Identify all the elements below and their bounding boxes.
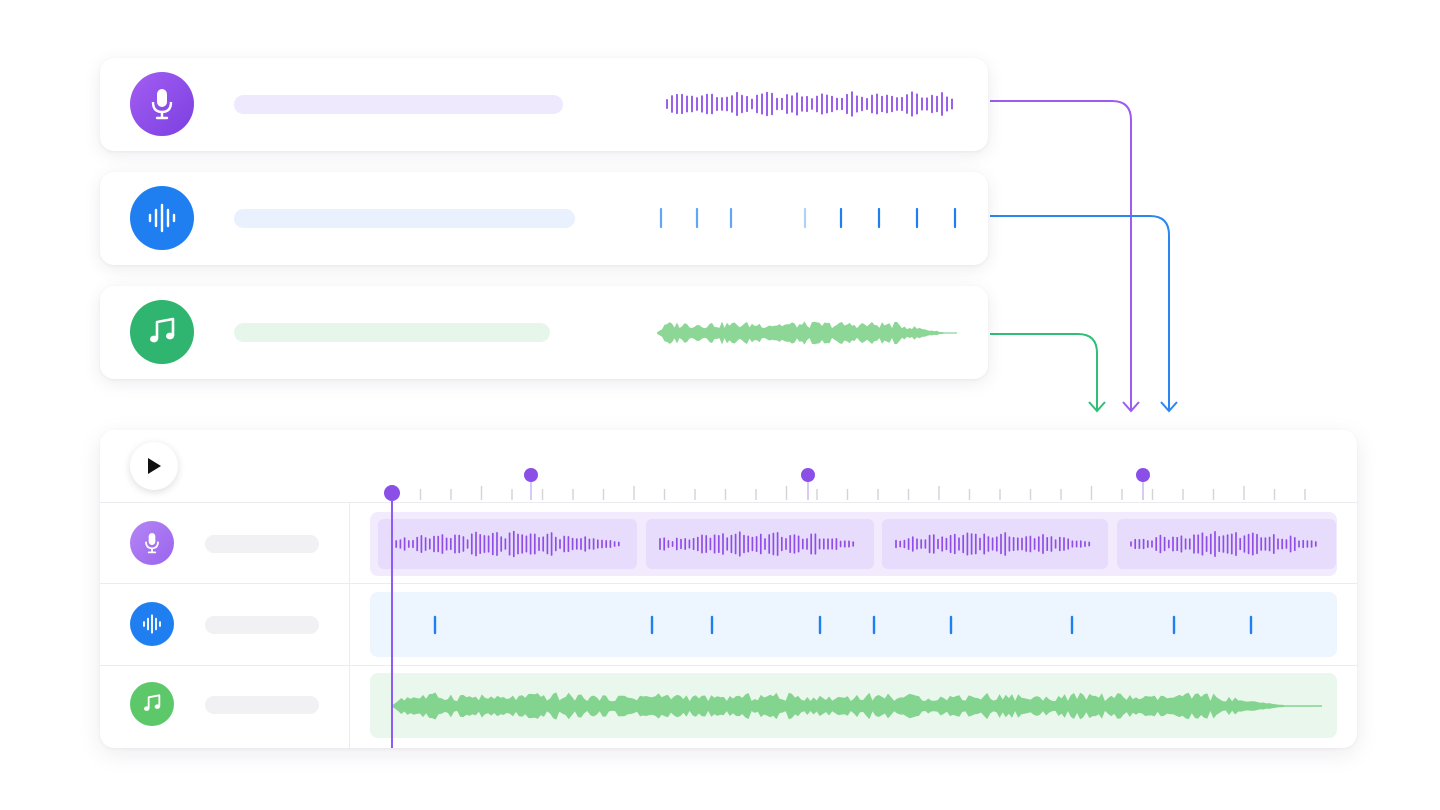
voice-track-lane[interactable] bbox=[370, 512, 1337, 576]
music-envelope bbox=[657, 321, 957, 345]
voice-clips bbox=[378, 519, 1336, 569]
microphone-icon bbox=[130, 521, 174, 565]
sound-waves-icon bbox=[130, 602, 174, 646]
music-note-icon bbox=[130, 682, 174, 726]
music-clip bbox=[392, 692, 1322, 720]
voice-arrowhead bbox=[1122, 401, 1140, 413]
music-track-lane[interactable] bbox=[370, 673, 1337, 738]
voice-clip bbox=[882, 519, 1108, 569]
sfx-source-title-placeholder bbox=[234, 209, 575, 228]
ruler-divider bbox=[100, 502, 1357, 503]
voice-track-label-placeholder bbox=[205, 535, 319, 553]
sfx-source-ticks bbox=[659, 207, 957, 229]
microphone-icon bbox=[130, 72, 194, 136]
music-source-waveform bbox=[657, 321, 957, 345]
voice-connector bbox=[990, 100, 1132, 410]
play-button[interactable] bbox=[130, 442, 178, 490]
sound-waves-icon bbox=[130, 186, 194, 250]
voice-clip bbox=[1117, 519, 1336, 569]
music-envelope bbox=[392, 692, 1322, 720]
sfx-track-lane[interactable] bbox=[370, 592, 1337, 657]
voice-source-title-placeholder bbox=[234, 95, 563, 114]
music-connector bbox=[990, 333, 1098, 410]
voice-source-waveform bbox=[666, 91, 953, 117]
sfx-arrowhead bbox=[1160, 401, 1178, 413]
music-source-title-placeholder bbox=[234, 323, 550, 342]
music-source-card[interactable] bbox=[100, 286, 988, 379]
sfx-source-card[interactable] bbox=[100, 172, 988, 265]
timeline-marker bbox=[801, 468, 815, 482]
sfx-connector bbox=[990, 215, 1170, 410]
voice-source-card[interactable] bbox=[100, 58, 988, 151]
track-divider bbox=[100, 583, 1357, 584]
music-arrowhead bbox=[1088, 401, 1106, 413]
playhead[interactable] bbox=[391, 500, 393, 748]
sfx-clips bbox=[433, 615, 1253, 635]
timeline-marker bbox=[1136, 468, 1150, 482]
timeline-marker bbox=[524, 468, 538, 482]
track-divider bbox=[100, 665, 1357, 666]
timeline-editor bbox=[100, 430, 1357, 748]
music-track-label-placeholder bbox=[205, 696, 319, 714]
music-note-icon bbox=[130, 300, 194, 364]
voice-clip bbox=[378, 519, 637, 569]
track-header-divider bbox=[349, 502, 350, 748]
play-icon bbox=[148, 458, 161, 474]
timeline-ruler bbox=[389, 468, 1306, 500]
playhead-handle[interactable] bbox=[384, 485, 400, 501]
sfx-track-label-placeholder bbox=[205, 616, 319, 634]
